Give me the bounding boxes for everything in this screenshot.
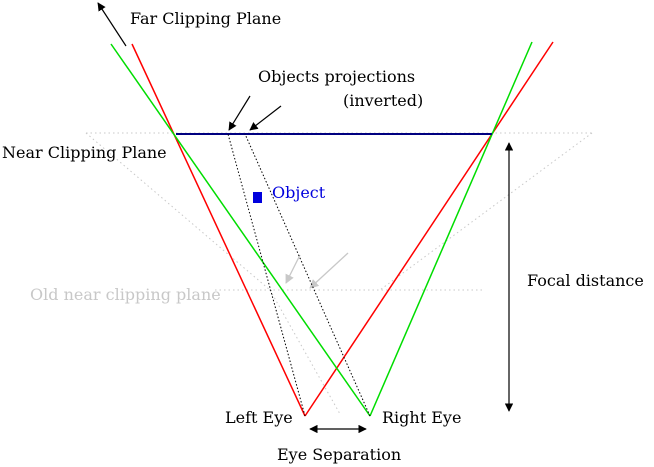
right-eye-label: Right Eye xyxy=(382,408,461,427)
old-projection-arrow-1 xyxy=(285,254,301,284)
objects-projections-inverted-label: (inverted) xyxy=(343,91,423,110)
left-eye-label: Left Eye xyxy=(225,408,293,427)
old-frustum-right-upper xyxy=(379,132,593,291)
object-marker xyxy=(253,192,262,203)
left-eye-frustum-right-edge xyxy=(304,41,554,417)
far-clipping-plane-label: Far Clipping Plane xyxy=(130,9,281,28)
right-eye-frustum xyxy=(110,41,533,417)
right-eye-frustum-left-edge xyxy=(110,43,371,417)
right-eye-frustum-right-edge xyxy=(369,41,533,417)
far-plane-arrow xyxy=(97,2,127,47)
projection-arrow-1 xyxy=(228,95,251,131)
old-near-clipping-plane-label: Old near clipping plane xyxy=(30,285,221,304)
objects-projections-label: Objects projections xyxy=(258,67,415,86)
old-projection-arrow-2 xyxy=(309,252,349,289)
object-label: Object xyxy=(272,183,326,202)
ray-right-eye-to-projection xyxy=(244,133,371,417)
left-eye-frustum xyxy=(131,41,554,417)
eye-separation-label: Eye Separation xyxy=(277,445,401,464)
projection-rays xyxy=(227,133,371,417)
focal-distance-label: Focal distance xyxy=(527,271,644,290)
left-eye-frustum-left-edge xyxy=(131,43,306,417)
near-clipping-plane-label: Near Clipping Plane xyxy=(2,143,167,162)
old-frustum-left-lower xyxy=(269,289,341,415)
projection-arrow-2 xyxy=(249,105,282,131)
